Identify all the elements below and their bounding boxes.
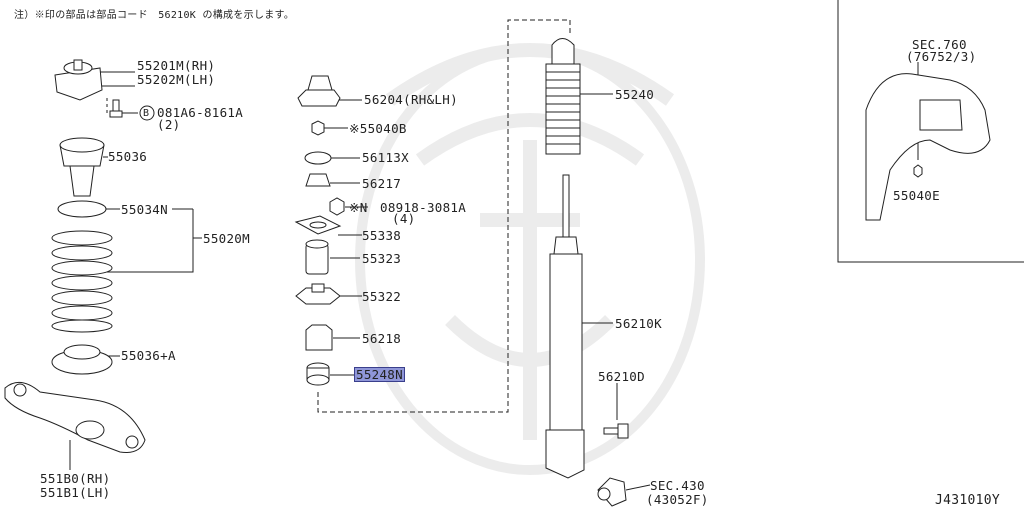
part-label-551B0[interactable]: 551B0(RH) [40, 471, 111, 486]
part-label-55202M[interactable]: 55202M(LH) [137, 72, 216, 87]
part-label-56210K[interactable]: 56210K [615, 316, 662, 331]
watermark-crest [355, 43, 705, 475]
part-label-56210D[interactable]: 56210D [598, 369, 645, 384]
part-label-55040B[interactable]: ※55040B [349, 121, 407, 136]
part-label-55040E[interactable]: 55040E [893, 188, 940, 203]
part-label-56113X[interactable]: 56113X [362, 150, 409, 165]
bolt-prefix-badge: B [143, 108, 150, 119]
part-label-55323[interactable]: 55323 [362, 251, 402, 266]
figure-id: J431010Y [935, 493, 1001, 508]
part-label-08918[interactable]: 08918-3081A [380, 200, 467, 215]
part-label-551B1[interactable]: 551B1(LH) [40, 485, 111, 500]
part-label-55240[interactable]: 55240 [615, 87, 655, 102]
part-label-55248N-highlighted[interactable]: 55248N [354, 367, 405, 382]
part-label-55036A[interactable]: 55036+A [121, 348, 176, 363]
part-label-56204[interactable]: 56204(RH&LH) [364, 92, 458, 107]
nut-prefix-badge: ※N [349, 200, 368, 215]
diagram-note: 注）※印の部品は部品コード 56210K の構成を示します。 [14, 10, 295, 21]
section-ref-760[interactable]: SEC.760 [912, 37, 967, 52]
part-label-55201M[interactable]: 55201M(RH) [137, 58, 216, 73]
part-label-56217[interactable]: 56217 [362, 176, 402, 191]
part-label-081A6[interactable]: 081A6-8161A [157, 105, 244, 120]
part-label-55020M[interactable]: 55020M [203, 231, 250, 246]
part-qty-081A6: (2) [157, 117, 181, 132]
section-ref-760-sub: (76752/3) [906, 49, 977, 64]
part-label-56218[interactable]: 56218 [362, 331, 402, 346]
part-label-55338[interactable]: 55338 [362, 228, 402, 243]
section-ref-430-sub: (43052F) [646, 492, 709, 507]
section-ref-430[interactable]: SEC.430 [650, 478, 705, 493]
part-label-55322[interactable]: 55322 [362, 289, 402, 304]
part-label-55034N[interactable]: 55034N [121, 202, 168, 217]
part-qty-08918: (4) [392, 211, 416, 226]
part-label-55036[interactable]: 55036 [108, 149, 148, 164]
